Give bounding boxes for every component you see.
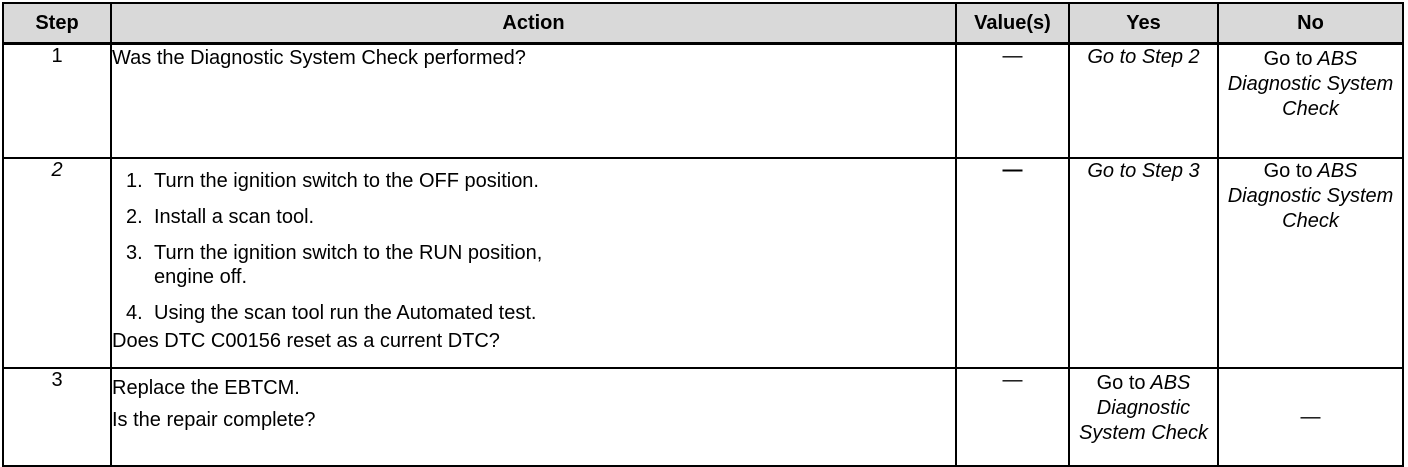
no-goto-target: ABS Diagnostic System Check [1227, 160, 1394, 232]
header-action: Action [110, 2, 957, 45]
no-goto-prefix: Go to [1263, 48, 1313, 70]
list-item-text: Install a scan tool. [154, 206, 315, 228]
no-dash: — [1300, 405, 1321, 428]
list-item-number: 2. [126, 206, 143, 228]
header-no: No [1217, 2, 1404, 45]
list-item-text: Turn the ignition switch to the RUN posi… [154, 242, 543, 288]
no-cell: Go to ABS Diagnostic System Check [1217, 157, 1404, 369]
value-cell: — [955, 157, 1070, 369]
table-row: 2 1. Turn the ignition switch to the OFF… [2, 157, 1404, 369]
action-question: Was the Diagnostic System Check performe… [112, 47, 526, 69]
action-cell: 1. Turn the ignition switch to the OFF p… [110, 157, 957, 369]
no-cell: Go to ABS Diagnostic System Check [1217, 42, 1404, 159]
list-item-text: Using the scan tool run the Automated te… [154, 302, 537, 324]
action-cell: Was the Diagnostic System Check performe… [110, 42, 957, 159]
yes-goto-step: Go to Step 2 [1087, 46, 1200, 68]
list-item-text: Turn the ignition switch to the OFF posi… [154, 170, 539, 192]
yes-goto-target: ABS Diagnostic System Check [1079, 372, 1208, 444]
value-cell: — [955, 42, 1070, 159]
no-goto-prefix: Go to [1263, 160, 1313, 182]
list-item-number: 1. [126, 170, 143, 192]
yes-cell: Go to Step 2 [1068, 42, 1219, 159]
header-step: Step [2, 2, 112, 45]
header-row: Step Action Value(s) Yes No [2, 2, 1404, 45]
list-item-number: 4. [126, 302, 143, 324]
list-item: 4. Using the scan tool run the Automated… [112, 301, 955, 325]
value-dash: — [1002, 45, 1023, 67]
header-values: Value(s) [955, 2, 1070, 45]
action-steps-list: 1. Turn the ignition switch to the OFF p… [112, 169, 955, 325]
header-yes: Yes [1068, 2, 1219, 45]
yes-goto-step: Go to Step 3 [1087, 160, 1200, 182]
value-cell: — [955, 367, 1070, 467]
step-number: 1 [2, 42, 112, 159]
action-question: Does DTC C00156 reset as a current DTC? [112, 330, 500, 352]
step-number: 2 [2, 157, 112, 369]
list-item: 2. Install a scan tool. [112, 205, 955, 229]
action-instruction: Replace the EBTCM. [112, 377, 300, 399]
step-number: 3 [2, 367, 112, 467]
value-dash: — [1002, 159, 1023, 181]
yes-cell: Go to Step 3 [1068, 157, 1219, 369]
action-question: Is the repair complete? [112, 409, 316, 431]
action-cell: Replace the EBTCM. Is the repair complet… [110, 367, 957, 467]
yes-cell: Go to ABS Diagnostic System Check [1068, 367, 1219, 467]
no-cell: — [1217, 367, 1404, 467]
value-dash: — [1002, 369, 1023, 391]
list-item: 3. Turn the ignition switch to the RUN p… [112, 241, 544, 289]
list-item-number: 3. [126, 242, 143, 264]
list-item: 1. Turn the ignition switch to the OFF p… [112, 169, 955, 193]
yes-goto-prefix: Go to [1096, 372, 1146, 394]
no-goto-target: ABS Diagnostic System Check [1227, 48, 1394, 120]
table-row: 1 Was the Diagnostic System Check perfor… [2, 42, 1404, 159]
table-row: 3 Replace the EBTCM. Is the repair compl… [2, 367, 1404, 467]
